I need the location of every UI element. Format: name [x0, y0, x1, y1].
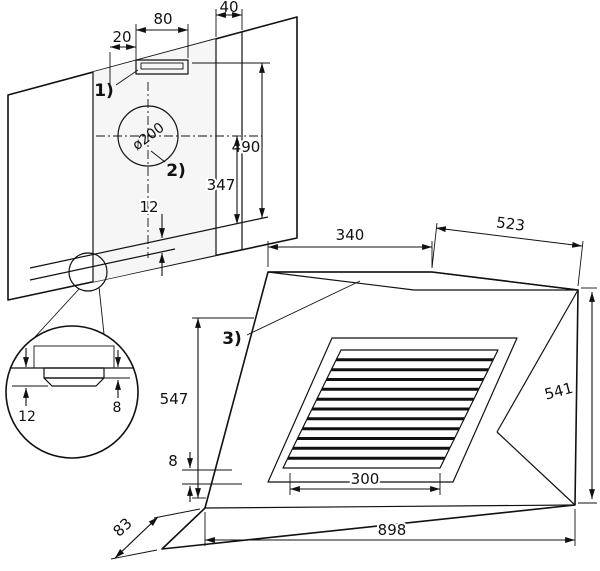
mount-rail-line-lower — [29, 248, 176, 281]
dim-523-label: 523 — [495, 213, 526, 234]
dim-40-label: 40 — [219, 0, 238, 16]
dim-83: 83 — [107, 508, 201, 560]
filter-slat-area — [282, 349, 499, 469]
mount-rail-lip — [43, 377, 105, 387]
dim-12-wall: 12 — [137, 196, 165, 276]
hood-side-fold — [496, 289, 579, 433]
callout-3-label: 3) — [222, 329, 242, 349]
filter-frame — [267, 337, 518, 483]
filter-slats — [287, 358, 494, 460]
dim-340-label: 340 — [336, 226, 365, 244]
dim-541-label: 541 — [543, 379, 575, 404]
dim-8-detail: 8 — [113, 350, 122, 416]
dim-898-label: 898 — [378, 521, 407, 539]
dim-8-step: 8 — [166, 450, 242, 502]
dim-8-step-label: 8 — [168, 452, 178, 470]
callout-2-label: 2) — [166, 161, 186, 181]
dim-80-label: 80 — [153, 10, 172, 28]
callout-1-label: 1) — [94, 81, 114, 101]
dim-340: 340 — [267, 226, 433, 267]
mount-rail-profile — [43, 367, 105, 379]
mounting-slot — [135, 59, 189, 75]
detail-view: 12 8 — [5, 252, 139, 459]
detail-indicator-circle — [68, 252, 108, 292]
hood-isometric: 340 523 541 547 8 — [107, 213, 597, 560]
wall-panel-outline — [7, 16, 298, 301]
dim-898: 898 — [204, 509, 576, 546]
dim-547: 547 — [160, 317, 254, 499]
detail-circle — [5, 325, 139, 459]
dim-347-label: 347 — [207, 176, 236, 194]
dim-347: 347 — [205, 136, 240, 224]
dim-523: 523 — [431, 213, 584, 287]
wall-section-hatch — [33, 345, 115, 369]
detail-leader-line — [98, 286, 105, 335]
detail-leader-line — [33, 288, 80, 339]
dim-547-label: 547 — [160, 390, 189, 408]
callout-2-leader — [150, 150, 166, 163]
dim-300: 300 — [289, 468, 441, 495]
dim-20-label: 20 — [112, 28, 131, 46]
dim-300-label: 300 — [351, 470, 380, 488]
dim-541: 541 — [541, 287, 597, 504]
hood-top-face — [267, 271, 579, 291]
detail-section — [6, 345, 138, 387]
grease-filter — [267, 337, 518, 483]
hood-side-fold — [496, 431, 576, 506]
callout-3-leader — [246, 280, 361, 336]
dim-20: 20 — [109, 24, 137, 88]
dim-12-detail-label: 12 — [18, 409, 36, 425]
mount-rail-line-upper — [29, 216, 269, 269]
wall-template-panel: ø200 20 80 40 490 — [7, 0, 298, 301]
dim-12-detail: 12 — [18, 348, 36, 425]
template-strip — [93, 39, 216, 282]
dim-80: 80 — [136, 10, 189, 58]
dim-8-detail-label: 8 — [113, 400, 122, 416]
dim-490-label: 490 — [232, 138, 261, 156]
hood-bottom-edge — [204, 504, 576, 509]
dim-12-wall-label: 12 — [139, 198, 158, 216]
dim-83-label: 83 — [109, 514, 135, 540]
callout-1-leader — [115, 69, 139, 86]
dim-40: 40 — [215, 0, 243, 37]
